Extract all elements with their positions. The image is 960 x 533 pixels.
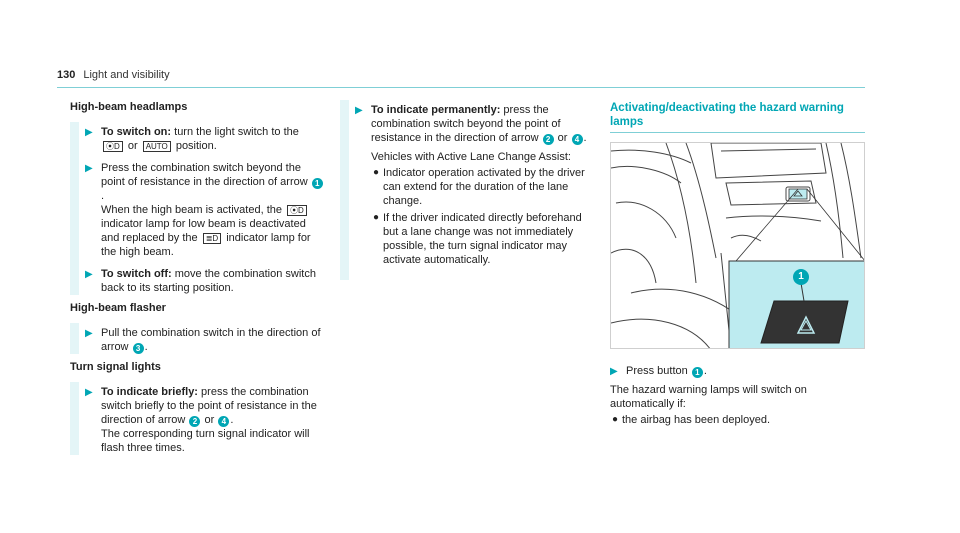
lane-assist-intro: Vehicles with Active Lane Change Assist: xyxy=(371,151,571,163)
figure-callout-badge: 1 xyxy=(798,271,804,282)
callout-badge: 2 xyxy=(542,134,554,145)
low-beam-icon: ⦿D xyxy=(287,205,307,216)
hazard-heading: Activating/deactivating the hazard warni… xyxy=(610,102,844,128)
list-item: ●Indicator operation activated by the dr… xyxy=(371,166,598,208)
step-text: indicator lamp for the high beam. xyxy=(101,232,311,258)
step-text: press the combination switch beyond the … xyxy=(371,104,561,144)
step-switch-off: ▶ To switch off: move the combination sw… xyxy=(85,264,325,295)
page-number: 130 xyxy=(57,69,76,81)
list-item-text: the airbag has been deployed. xyxy=(622,414,771,426)
step-text: Press button xyxy=(626,365,691,377)
step-switch-on: ▶ To switch on: turn the light switch to… xyxy=(85,122,325,153)
step-text: . xyxy=(583,132,587,144)
step-text: or xyxy=(201,414,218,426)
step-press-switch: ▶ Press the combination switch beyond th… xyxy=(85,158,325,259)
play-arrow-icon: ▶ xyxy=(610,366,618,377)
step-text: position. xyxy=(172,140,217,152)
low-beam-icon: ⦿D xyxy=(103,141,123,152)
hazard-auto-text: The hazard warning lamps will switch on … xyxy=(610,384,807,410)
step-text: The corresponding turn signal indicator … xyxy=(101,428,310,454)
step-text: Pull the combination switch in the direc… xyxy=(101,327,321,353)
turn-signal-heading: Turn signal lights xyxy=(70,361,161,373)
callout-badge: 4 xyxy=(218,416,230,427)
page-section-title: Light and visibility xyxy=(83,69,170,81)
step-text: or xyxy=(554,132,571,144)
high-beam-icon: ≣D xyxy=(202,233,222,244)
column-left: High-beam headlamps ▶ To switch on: turn… xyxy=(70,100,325,461)
hazard-heading-rule xyxy=(610,132,865,133)
play-arrow-icon: ▶ xyxy=(85,163,93,174)
step-text: When the high beam is activated, the xyxy=(101,204,286,216)
lane-assist-list: ●Indicator operation activated by the dr… xyxy=(371,166,598,267)
bullet-icon: ● xyxy=(612,414,619,425)
step-text: . xyxy=(703,365,707,377)
step-title: To indicate permanently: xyxy=(371,104,501,116)
bullet-icon: ● xyxy=(373,212,380,223)
step-title: To switch on: xyxy=(101,126,172,138)
step-text: Press the combination switch beyond the … xyxy=(101,162,311,188)
step-indicate-permanently: ▶ To indicate permanently: press the com… xyxy=(355,100,598,267)
bullet-icon: ● xyxy=(373,167,380,178)
play-arrow-icon: ▶ xyxy=(85,269,93,280)
header-rule xyxy=(57,87,865,88)
dashboard-illustration xyxy=(611,143,864,348)
high-beam-heading: High-beam headlamps xyxy=(70,101,188,113)
callout-badge: 1 xyxy=(691,367,703,378)
step-text: . xyxy=(144,341,148,353)
step-title: To switch off: xyxy=(101,268,172,280)
flasher-steps: ▶ Pull the combination switch in the dir… xyxy=(70,323,325,354)
play-arrow-icon: ▶ xyxy=(85,387,93,398)
play-arrow-icon: ▶ xyxy=(355,105,363,116)
high-beam-steps: ▶ To switch on: turn the light switch to… xyxy=(70,122,325,295)
step-text: . xyxy=(230,414,234,426)
callout-badge: 1 xyxy=(311,178,323,189)
step-text: or xyxy=(124,140,141,152)
page-header: 130 Light and visibility xyxy=(57,68,170,82)
step-text: turn the light switch to the xyxy=(171,126,299,138)
list-item: ●If the driver indicated directly before… xyxy=(371,211,598,267)
play-arrow-icon: ▶ xyxy=(85,127,93,138)
auto-light-icon: AUTO xyxy=(142,141,171,152)
list-item: ●the airbag has been deployed. xyxy=(610,413,865,427)
list-item-text: Indicator operation activated by the dri… xyxy=(383,167,585,207)
callout-badge: 4 xyxy=(571,134,583,145)
step-text: indicator lamp for low beam is deactivat… xyxy=(101,218,306,244)
step-title: To indicate briefly: xyxy=(101,386,198,398)
step-press-hazard: ▶ Press button 1. xyxy=(610,361,865,378)
flasher-heading: High-beam flasher xyxy=(70,302,166,314)
list-item-text: If the driver indicated directly beforeh… xyxy=(383,212,582,266)
play-arrow-icon: ▶ xyxy=(85,328,93,339)
callout-badge: 2 xyxy=(189,416,201,427)
permanent-steps: ▶ To indicate permanently: press the com… xyxy=(340,100,598,280)
step-text: . xyxy=(101,190,105,202)
dashboard-figure: 1 xyxy=(610,142,865,349)
hazard-auto-list: ●the airbag has been deployed. xyxy=(610,413,865,427)
step-text: move the combination switch back to its … xyxy=(101,268,316,294)
callout-badge: 3 xyxy=(132,343,144,354)
turn-signal-steps: ▶ To indicate briefly: press the combina… xyxy=(70,382,325,455)
column-right: Activating/deactivating the hazard warni… xyxy=(610,100,865,430)
column-middle: ▶ To indicate permanently: press the com… xyxy=(340,100,598,286)
step-pull-switch: ▶ Pull the combination switch in the dir… xyxy=(85,323,325,354)
step-text: press the combination switch briefly to … xyxy=(101,386,317,426)
step-indicate-briefly: ▶ To indicate briefly: press the combina… xyxy=(85,382,325,455)
